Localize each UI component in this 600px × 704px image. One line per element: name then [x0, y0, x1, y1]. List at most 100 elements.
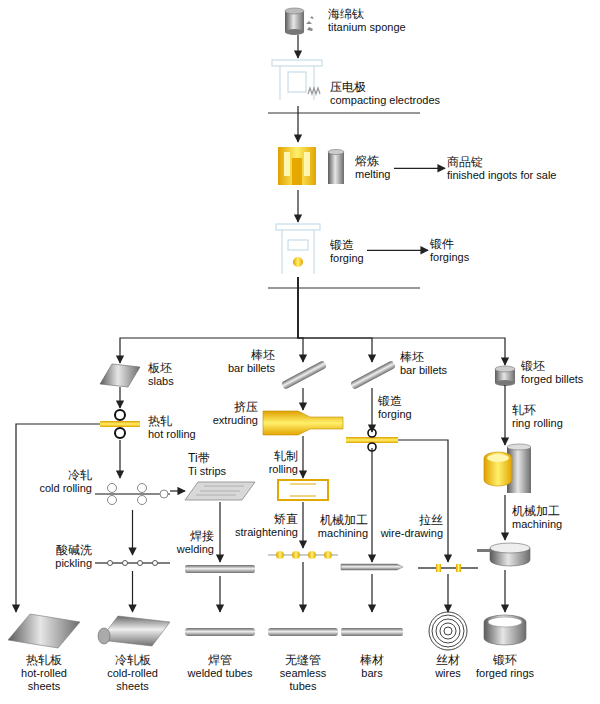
process-step: 轧环ring rolling	[477, 445, 533, 495]
step-name-zh: 酸碱洗	[55, 543, 92, 557]
step-label-group: 矫直straightening	[235, 512, 298, 539]
step-name-en: bars	[335, 667, 409, 680]
step-name-zh: 热轧板	[7, 653, 81, 667]
flow-arrow	[170, 490, 185, 491]
step-name-zh: 热轧	[148, 414, 196, 428]
step-name-zh: 矫直	[235, 512, 298, 526]
step-label-group: 棒坯bar billets	[400, 350, 447, 377]
rolling-tube-icon	[278, 480, 328, 500]
process-step: 无缝管seamless tubes	[268, 612, 338, 650]
flow-arrow	[302, 562, 303, 612]
process-step: 拉丝wire-drawing	[418, 562, 478, 574]
divider-line	[268, 113, 420, 114]
step-label-group: 热轧板hot-rolled sheets	[7, 653, 81, 692]
flow-arrow	[302, 502, 303, 548]
flow-arrow	[132, 510, 133, 555]
flow-arrow	[394, 168, 445, 169]
step-name-zh: 机械加工	[318, 513, 368, 527]
sponge-icon	[285, 8, 314, 35]
flow-arrow	[297, 106, 298, 142]
process-step: 酸碱洗pickling	[95, 555, 170, 571]
step-label-group: 挤压extruding	[213, 400, 258, 427]
step-label-group: Ti带Ti strips	[188, 451, 226, 478]
step-label-group: 机械加工machining	[512, 504, 562, 531]
ti-strip-icon	[185, 482, 255, 500]
flow-arrow	[297, 35, 298, 58]
step-label-group: 商品锭finished ingots for sale	[447, 155, 556, 182]
welded-tube-icon	[185, 628, 255, 636]
step-name-en: melting	[355, 168, 390, 181]
step-name-en: hot rolling	[148, 428, 196, 441]
step-name-en: hot-rolled sheets	[7, 667, 81, 692]
step-label-group: 熔炼melting	[355, 154, 390, 181]
step-label-group: 焊管welded tubes	[183, 653, 257, 680]
step-name-en: forged rings	[468, 667, 542, 680]
flow-arrow	[298, 277, 303, 362]
process-step: 棒坯bar billets	[281, 362, 325, 388]
step-name-en: wires	[411, 667, 485, 680]
step-label-group: 无缝管seamless tubes	[266, 653, 340, 692]
step-label-group: 丝材wires	[411, 653, 485, 680]
process-step: 锻造forging	[273, 222, 367, 277]
step-name-en: machining	[512, 518, 562, 531]
step-name-en: machining	[318, 527, 368, 540]
step-name-en: extruding	[213, 414, 258, 427]
flow-arrow	[119, 387, 120, 408]
step-name-zh: 轧环	[512, 403, 563, 417]
process-step: 丝材wires	[422, 612, 474, 650]
step-label-group: 棒坯bar billets	[228, 348, 275, 375]
flow-arrow	[132, 571, 133, 612]
step-label-group: 棒材bars	[335, 653, 409, 680]
step-name-zh: 轧制	[269, 449, 298, 463]
process-step: 锻造forging	[346, 432, 398, 448]
step-name-zh: 棒材	[335, 653, 409, 667]
slab-icon	[100, 364, 140, 387]
flow-arrow	[302, 388, 303, 410]
step-name-en: wire-drawing	[381, 527, 443, 540]
process-step: Ti带Ti strips	[185, 480, 255, 502]
step-label-group: 焊接welding	[177, 529, 214, 556]
process-step: 冷轧cold rolling	[95, 478, 170, 510]
bar-icon	[341, 628, 403, 636]
step-name-en: cold rolling	[39, 482, 92, 495]
flow-arrow	[371, 388, 372, 432]
flow-arrow	[16, 424, 100, 612]
process-step: 矫直straightening	[268, 548, 338, 562]
seamless-tube-icon	[268, 628, 338, 636]
step-label-group: 海绵钛titanium sponge	[328, 7, 406, 34]
step-name-en: slabs	[148, 375, 174, 388]
step-name-zh: 锻坯	[521, 359, 583, 373]
process-step: 焊管welded tubes	[185, 612, 255, 650]
extruder-icon	[263, 411, 343, 435]
machined-bar-icon	[341, 564, 403, 570]
flow-arrow	[297, 190, 298, 222]
step-label-group: 冷轧板cold-rolled sheets	[96, 653, 170, 692]
step-label-group: 轧环ring rolling	[512, 403, 563, 430]
step-label-group: 锻环forged rings	[468, 653, 542, 680]
process-step: 机械加工machining	[477, 540, 533, 570]
hot-rolled-sheet-icon	[8, 614, 80, 648]
step-name-zh: 压电极	[330, 80, 440, 94]
flow-arrow	[120, 277, 298, 363]
process-step: 板坯slabs	[100, 363, 140, 387]
flow-arrow	[302, 436, 303, 478]
step-name-zh: 海绵钛	[328, 7, 406, 21]
process-step: 锻坯forged billets	[494, 365, 516, 385]
process-step: 锻件forgings	[428, 236, 471, 265]
step-name-zh: 焊接	[177, 529, 214, 543]
step-name-zh: 拉丝	[381, 513, 443, 527]
forged-ring-icon	[484, 615, 526, 645]
step-name-zh: 板坯	[148, 361, 174, 375]
step-label-group: 锻造forging	[378, 394, 412, 421]
divider-line	[268, 288, 420, 289]
step-name-zh: 锻环	[468, 653, 542, 667]
step-label-group: 热轧hot rolling	[148, 414, 196, 441]
step-name-en: cold-rolled sheets	[96, 667, 170, 692]
step-label-group: 压电极compacting electrodes	[330, 80, 440, 107]
process-step: 机械加工machining	[341, 562, 403, 574]
process-step: 冷轧板cold-rolled sheets	[95, 612, 170, 650]
process-step: 焊接welding	[185, 562, 255, 576]
step-name-zh: 锻造	[378, 394, 412, 408]
